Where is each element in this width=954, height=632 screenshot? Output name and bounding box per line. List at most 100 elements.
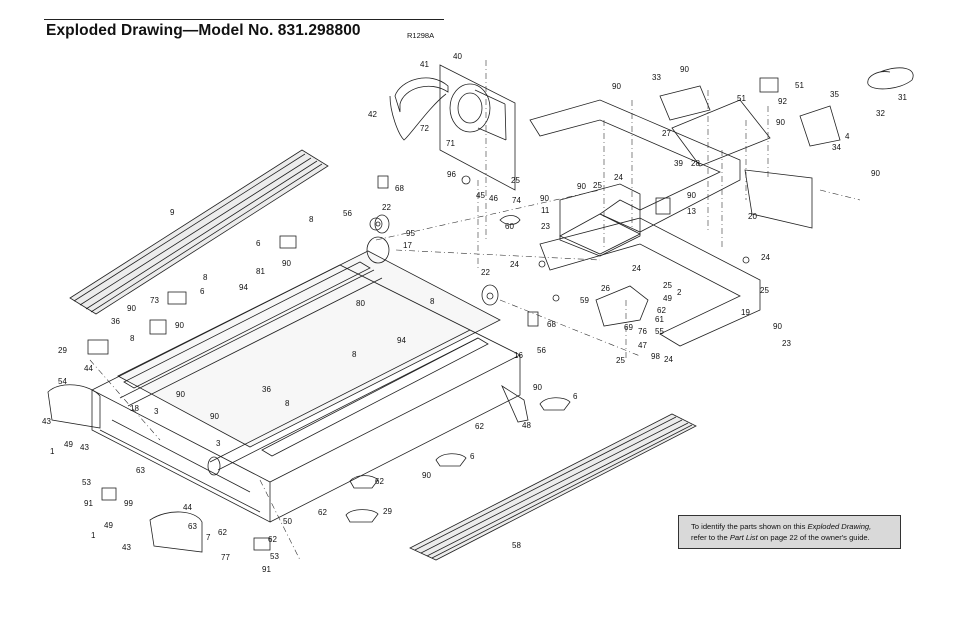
- callout-90: 90: [533, 383, 542, 392]
- note-text: on page 22 of the owner's guide.: [757, 533, 870, 542]
- callout-44: 44: [183, 503, 192, 512]
- drawing-code: R1298A: [407, 31, 435, 40]
- drawing-lines: [47, 64, 914, 561]
- callout-6: 6: [573, 392, 578, 401]
- callout-68: 68: [547, 320, 556, 329]
- drive-belt: [394, 77, 449, 113]
- callout-61: 61: [655, 315, 664, 324]
- callout-40: 40: [453, 52, 462, 61]
- callout-28: 28: [691, 159, 700, 168]
- callout-92: 92: [778, 97, 787, 106]
- callout-91: 91: [262, 565, 271, 574]
- callout-63: 63: [188, 522, 197, 531]
- callout-98: 98: [651, 352, 660, 361]
- callout-46: 46: [489, 194, 498, 203]
- callout-43: 43: [42, 417, 51, 426]
- callout-63: 63: [136, 466, 145, 475]
- callout-3: 3: [216, 439, 221, 448]
- callout-23: 23: [541, 222, 550, 231]
- callout-42: 42: [368, 110, 377, 119]
- callout-68: 68: [395, 184, 404, 193]
- callout-94: 94: [397, 336, 406, 345]
- callout-24: 24: [510, 260, 519, 269]
- callout-62: 62: [657, 306, 666, 315]
- frame-tube: [559, 213, 641, 255]
- callout-20: 20: [748, 212, 757, 221]
- callout-90: 90: [422, 471, 431, 480]
- note-emphasis: Part List: [729, 533, 758, 542]
- callout-62: 62: [268, 535, 277, 544]
- note-text: refer to the: [691, 533, 730, 542]
- callout-18: 18: [130, 404, 139, 413]
- explode-lines: [89, 60, 861, 561]
- power-cord: [867, 67, 914, 90]
- rear-endcap: [149, 511, 203, 553]
- callout-labels: 40 41 42 72 71 33 90 90 27 28 51 51 92 9…: [42, 52, 907, 574]
- callout-36: 36: [262, 385, 271, 394]
- callout-69: 69: [624, 323, 633, 332]
- callout-73: 73: [150, 296, 159, 305]
- front-roller-end: [207, 456, 221, 476]
- callout-23: 23: [782, 339, 791, 348]
- callout-90: 90: [210, 412, 219, 421]
- callout-90: 90: [175, 321, 184, 330]
- deck-rail-right: [261, 337, 489, 457]
- callout-60: 60: [505, 222, 514, 231]
- callout-96: 96: [447, 170, 456, 179]
- callout-95: 95: [406, 229, 415, 238]
- callout-3: 3: [154, 407, 159, 416]
- callout-90: 90: [127, 304, 136, 313]
- callout-76: 76: [638, 327, 647, 336]
- callout-25: 25: [663, 281, 672, 290]
- upright-frame: [529, 99, 741, 233]
- callout-6: 6: [200, 287, 205, 296]
- deck-rail-left: [123, 261, 371, 389]
- callout-49: 49: [64, 440, 73, 449]
- callout-56: 56: [343, 209, 352, 218]
- callout-16: 16: [514, 351, 523, 360]
- callout-26: 26: [601, 284, 610, 293]
- callout-51: 51: [795, 81, 804, 90]
- rear-roller-end: [366, 236, 390, 264]
- callout-22: 22: [382, 203, 391, 212]
- callout-35: 35: [830, 90, 839, 99]
- callout-80: 80: [356, 299, 365, 308]
- callout-59: 59: [580, 296, 589, 305]
- callout-25: 25: [616, 356, 625, 365]
- callout-62: 62: [475, 422, 484, 431]
- callout-55: 55: [655, 327, 664, 336]
- callout-8: 8: [430, 297, 435, 306]
- callout-90: 90: [612, 82, 621, 91]
- callout-25: 25: [593, 181, 602, 190]
- callout-39: 39: [674, 159, 683, 168]
- callout-8: 8: [285, 399, 290, 408]
- callout-24: 24: [761, 253, 770, 262]
- callout-91: 91: [84, 499, 93, 508]
- callout-8: 8: [130, 334, 135, 343]
- callout-74: 74: [512, 196, 521, 205]
- callout-43: 43: [80, 443, 89, 452]
- callout-45: 45: [476, 191, 485, 200]
- side-rail-right: [409, 413, 697, 561]
- callout-31: 31: [898, 93, 907, 102]
- callout-90: 90: [577, 182, 586, 191]
- callout-33: 33: [652, 73, 661, 82]
- callout-1: 1: [91, 531, 96, 540]
- callout-27: 27: [662, 129, 671, 138]
- callout-6: 6: [470, 452, 475, 461]
- callout-24: 24: [632, 264, 641, 273]
- callout-53: 53: [82, 478, 91, 487]
- motor-pulley: [449, 83, 491, 133]
- callout-8: 8: [203, 273, 208, 282]
- side-rail-left: [69, 149, 329, 315]
- page-title: Exploded Drawing—Model No. 831.298800: [46, 22, 361, 39]
- callout-90: 90: [680, 65, 689, 74]
- callout-58: 58: [512, 541, 521, 550]
- callout-90: 90: [687, 191, 696, 200]
- front-roller: [209, 329, 479, 471]
- callout-54: 54: [58, 377, 67, 386]
- callout-81: 81: [256, 267, 265, 276]
- motor-hood: [744, 169, 813, 229]
- callout-77: 77: [221, 553, 230, 562]
